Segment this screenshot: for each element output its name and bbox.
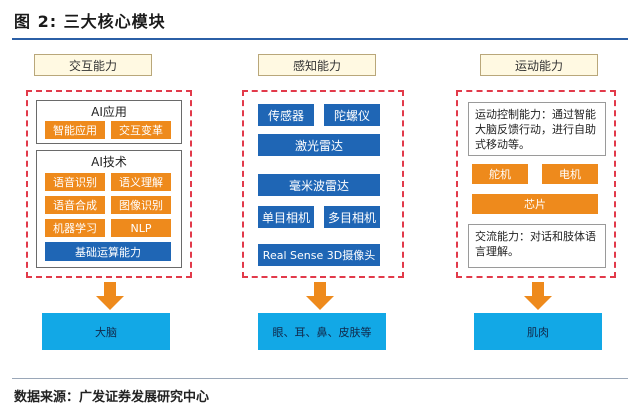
ai-technology-label: AI技术 (91, 155, 127, 169)
servo-box: 舵机 (472, 164, 528, 184)
base-computing-box: 基础运算能力 (45, 242, 171, 261)
title-divider (12, 38, 628, 40)
speech-synthesis-box: 语音合成 (45, 196, 105, 214)
mono-camera-box: 单目相机 (258, 206, 314, 228)
semantic-understanding-box: 语义理解 (111, 173, 171, 191)
motion-module: 运动控制能力：通过智能大脑反馈行动，进行自助式移动等。 舵机 电机 芯片 交流能… (456, 90, 616, 278)
perception-header: 感知能力 (258, 54, 376, 76)
gyroscope-box: 陀螺仪 (324, 104, 380, 126)
ai-technology-group: AI技术 语音识别 语义理解 语音合成 图像识别 机器学习 NLP 基础运算能力 (36, 150, 182, 268)
interaction-revolution-box: 交互变革 (111, 121, 171, 139)
sensor-box: 传感器 (258, 104, 314, 126)
smart-application-box: 智能应用 (45, 121, 105, 139)
motion-control-note: 运动控制能力：通过智能大脑反馈行动，进行自助式移动等。 (468, 102, 606, 156)
perception-down-arrow (306, 282, 334, 312)
communication-note: 交流能力：对话和肢体语言理解。 (468, 224, 606, 268)
interaction-down-arrow (96, 282, 124, 312)
ai-application-label: AI应用 (91, 105, 127, 119)
senses-result-box: 眼、耳、鼻、皮肤等 (258, 313, 386, 350)
perception-module: 传感器 陀螺仪 激光雷达 毫米波雷达 单目相机 多目相机 Real Sense … (242, 90, 404, 278)
figure-title: 图 2: 三大核心模块 (14, 12, 166, 31)
motor-box: 电机 (542, 164, 598, 184)
muscle-result-box: 肌肉 (474, 313, 602, 350)
nlp-box: NLP (111, 219, 171, 237)
speech-recognition-box: 语音识别 (45, 173, 105, 191)
interaction-header: 交互能力 (34, 54, 152, 76)
brain-result-box: 大脑 (42, 313, 170, 350)
data-source: 数据来源：广发证券发展研究中心 (14, 390, 210, 405)
image-recognition-box: 图像识别 (111, 196, 171, 214)
mmwave-radar-box: 毫米波雷达 (258, 174, 380, 196)
machine-learning-box: 机器学习 (45, 219, 105, 237)
multi-camera-box: 多目相机 (324, 206, 380, 228)
interaction-module: AI应用 智能应用 交互变革 AI技术 语音识别 语义理解 语音合成 图像识别 … (26, 90, 192, 278)
lidar-box: 激光雷达 (258, 134, 380, 156)
realsense-camera-box: Real Sense 3D摄像头 (258, 244, 380, 266)
chip-box: 芯片 (472, 194, 598, 214)
footer-divider (12, 378, 628, 379)
motion-header: 运动能力 (480, 54, 598, 76)
motion-down-arrow (524, 282, 552, 312)
ai-application-group: AI应用 智能应用 交互变革 (36, 100, 182, 144)
